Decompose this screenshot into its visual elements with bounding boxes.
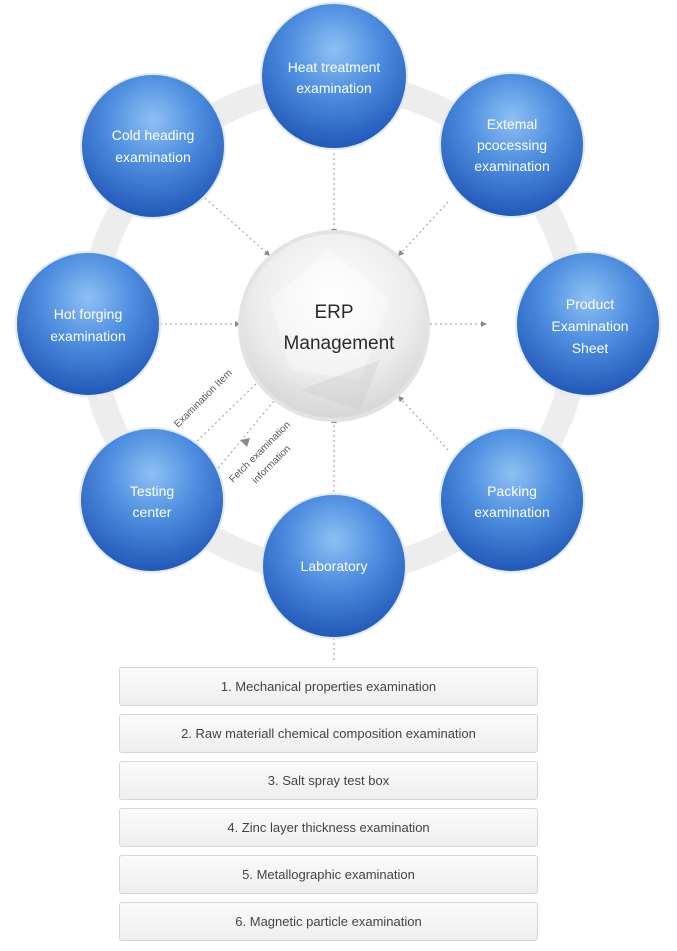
node-hotforging-line1: Hot forging — [54, 306, 122, 322]
node-external-line2: pcocessing — [477, 137, 547, 153]
node-product-line1: Product — [566, 296, 614, 312]
fetch-arrowhead — [240, 438, 250, 447]
node-product-sheet: Product Examination Sheet — [515, 251, 661, 397]
node-laboratory: Laboratory — [261, 493, 407, 639]
node-cold-line2: examination — [115, 149, 191, 165]
node-product-line3: Sheet — [572, 340, 609, 356]
node-external-line1: Extemal — [487, 116, 538, 132]
node-packing: Packing examination — [439, 427, 585, 573]
list-item: 1. Mechanical properties examination — [119, 667, 538, 706]
node-cold-heading: Cold heading examination — [80, 73, 226, 219]
list-item: 2. Raw materiall chemical composition ex… — [119, 714, 538, 753]
node-heat-line1: Heat treatment — [288, 59, 381, 75]
node-laboratory-line1: Laboratory — [301, 558, 368, 574]
connector-external — [397, 201, 449, 257]
list-item: 5. Metallographic examination — [119, 855, 538, 894]
connector-packing — [397, 395, 449, 451]
node-external-processing: Extemal pcocessing examination — [439, 72, 585, 218]
node-product-line2: Examination — [551, 318, 628, 334]
laboratory-test-list: 1. Mechanical properties examination 2. … — [119, 667, 538, 949]
node-hotforging-line2: examination — [50, 328, 126, 344]
connector-exam-item — [189, 375, 265, 449]
list-item: 4. Zinc layer thickness examination — [119, 808, 538, 847]
node-external-line3: examination — [474, 158, 550, 174]
connector-cold — [204, 197, 271, 256]
node-hot-forging: Hot forging examination — [15, 251, 161, 397]
list-item: 6. Magnetic particle examination — [119, 902, 538, 941]
node-cold-line1: Cold heading — [112, 127, 195, 143]
connector-fetch — [214, 395, 279, 473]
node-testing-line2: center — [133, 504, 172, 520]
erp-center-node: ERP Management — [238, 230, 430, 422]
node-heat-line2: examination — [296, 80, 372, 96]
list-item: 3. Salt spray test box — [119, 761, 538, 800]
node-testing-center: Testing center — [79, 427, 225, 573]
center-title-line2: Management — [284, 333, 396, 354]
node-packing-line2: examination — [474, 504, 550, 520]
node-packing-line1: Packing — [487, 483, 537, 499]
node-testing-line1: Testing — [130, 483, 174, 499]
node-heat-treatment: Heat treatment examination — [260, 2, 408, 150]
connectors — [160, 148, 487, 660]
center-title-line1: ERP — [314, 302, 353, 323]
erp-diagram: ERP Management Heat treatment examinatio… — [15, 2, 661, 660]
